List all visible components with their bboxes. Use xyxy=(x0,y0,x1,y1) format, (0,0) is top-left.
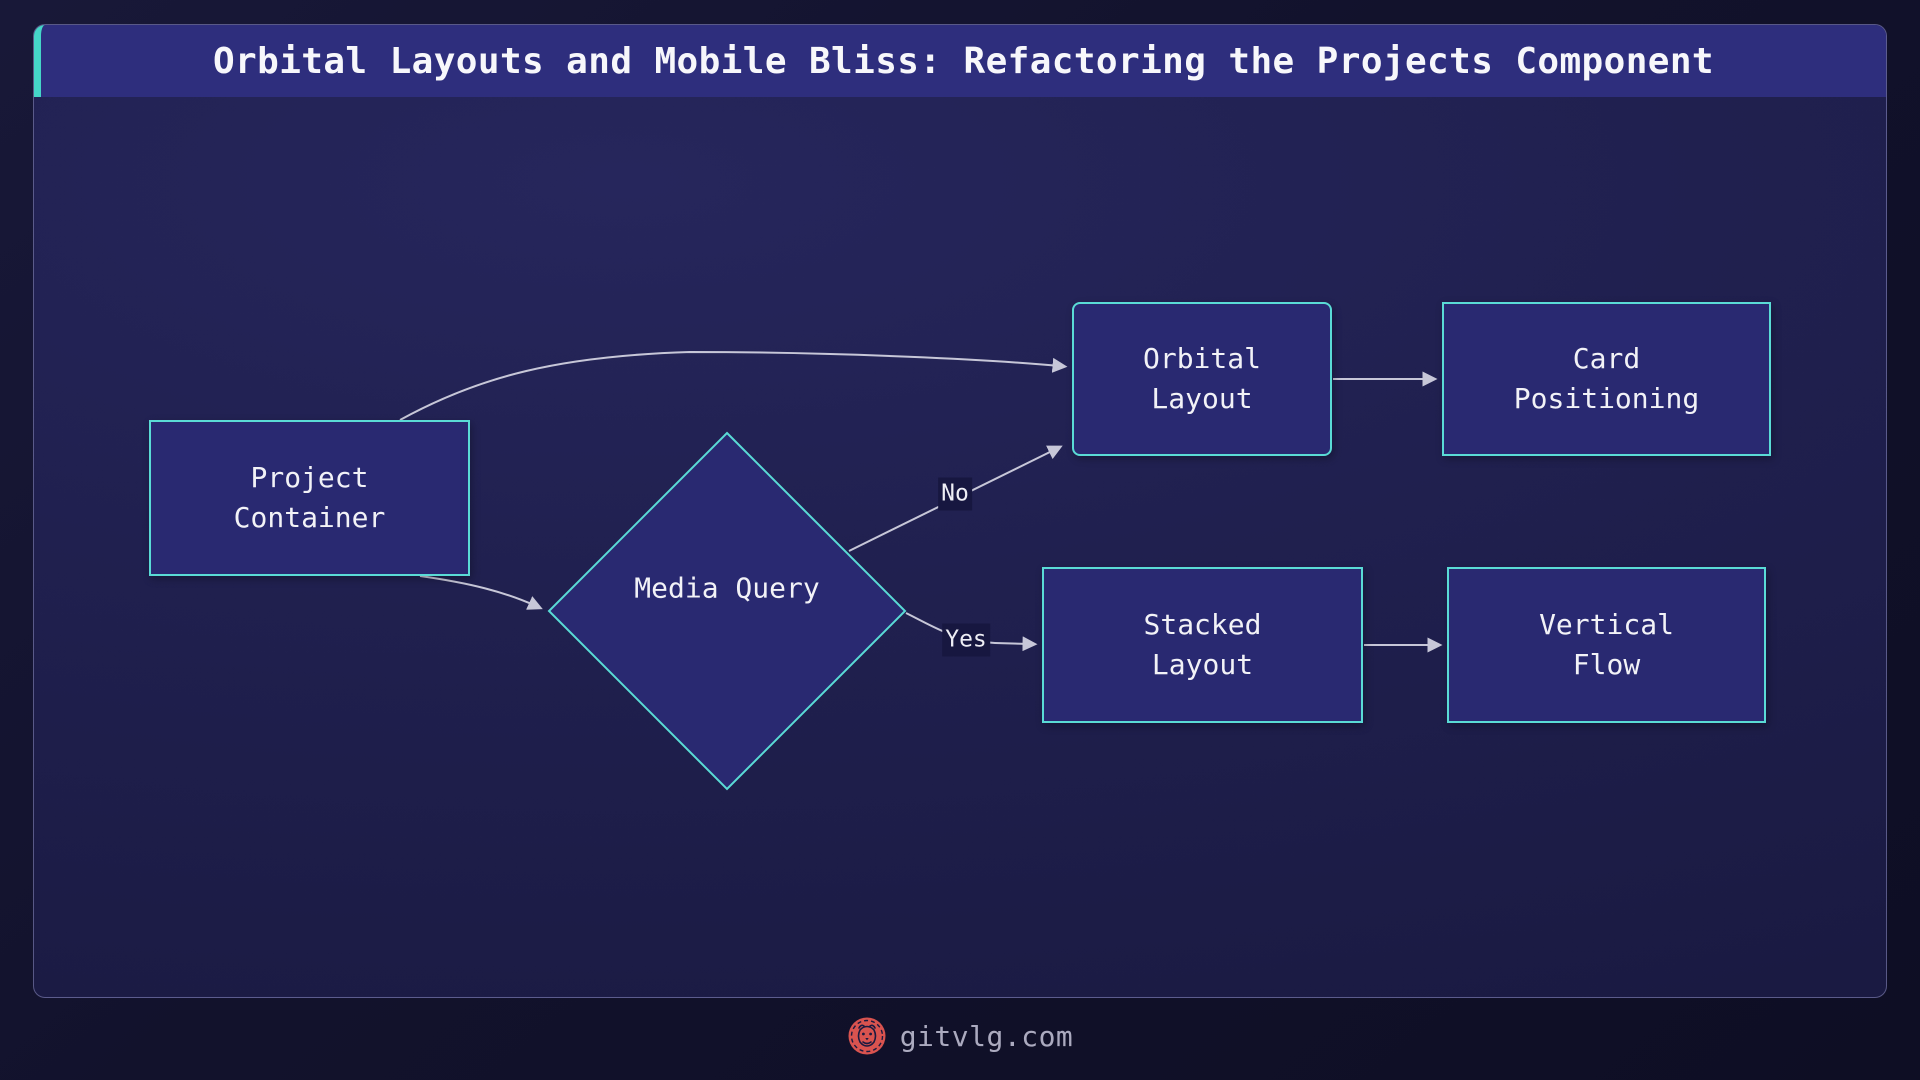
edge-label-no: No xyxy=(938,477,972,511)
edge-label-yes: Yes xyxy=(942,623,990,657)
node-card-positioning: Card Positioning xyxy=(1442,302,1771,456)
node-stacked-layout: Stacked Layout xyxy=(1042,567,1363,723)
node-label-line: Positioning xyxy=(1513,382,1700,415)
node-label-line: Stacked xyxy=(1143,608,1262,641)
node-label-line: Orbital xyxy=(1142,342,1261,375)
node-label-line: Layout xyxy=(1151,648,1254,681)
node-orbital-layout: Orbital Layout xyxy=(1072,302,1332,456)
node-label-line: Vertical xyxy=(1539,608,1674,641)
node-label-line: Layout xyxy=(1151,382,1253,415)
lion-badge-icon xyxy=(848,1017,886,1055)
node-label-line: Container xyxy=(233,501,386,534)
node-label-line: Flow xyxy=(1572,648,1641,681)
page-title: Orbital Layouts and Mobile Bliss: Refact… xyxy=(212,40,1715,82)
footer: gitvlg.com xyxy=(0,1008,1920,1064)
footer-site-link[interactable]: gitvlg.com xyxy=(899,1019,1074,1053)
node-label-line: Card xyxy=(1572,342,1641,375)
node-project-container: Project Container xyxy=(149,420,470,576)
title-bar: Orbital Layouts and Mobile Bliss: Refact… xyxy=(34,25,1886,97)
node-label-line: Project xyxy=(250,461,369,494)
node-vertical-flow: Vertical Flow xyxy=(1447,567,1766,723)
decision-label: Media Query xyxy=(634,571,820,605)
